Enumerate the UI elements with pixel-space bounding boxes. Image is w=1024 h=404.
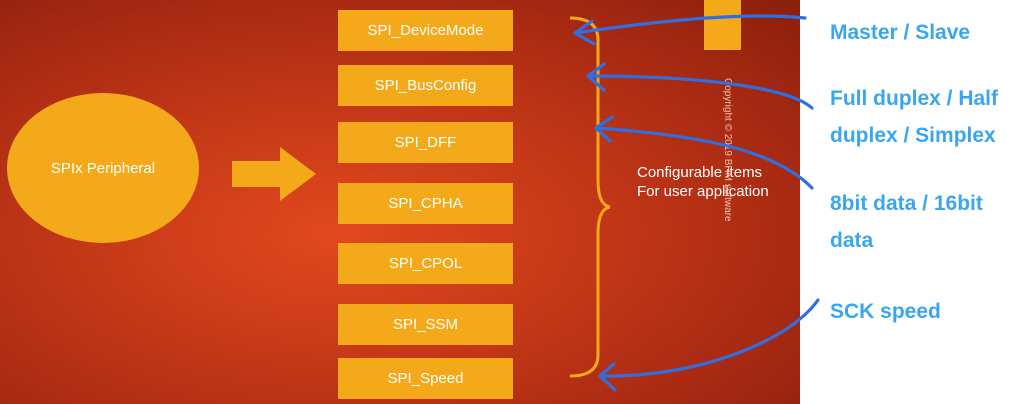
item-label-device-mode: SPI_DeviceMode xyxy=(367,22,484,39)
arrow-head-bus-config xyxy=(586,62,606,92)
arrow-head-speed xyxy=(598,362,617,392)
right-arrow-icon xyxy=(232,147,316,201)
arrow-bus-config xyxy=(586,74,814,110)
arrow-head-dff xyxy=(594,115,614,143)
spix-peripheral-label: SPIx Peripheral xyxy=(50,159,156,177)
item-box-ssm: SPI_SSM xyxy=(338,304,513,345)
top-accent-bar xyxy=(704,0,741,50)
item-label-cpol: SPI_CPOL xyxy=(388,255,463,272)
item-label-speed: SPI_Speed xyxy=(387,370,464,387)
item-label-dff: SPI_DFF xyxy=(394,134,457,151)
annotation-bus-config: Full duplex / Half duplex / Simplex xyxy=(830,80,1024,154)
annotation-bus-config-line2: duplex / Simplex xyxy=(830,124,996,147)
annotation-sck-speed: SCK speed xyxy=(830,300,941,323)
arrow-device-mode xyxy=(573,14,807,35)
item-label-ssm: SPI_SSM xyxy=(392,316,459,333)
annotation-dff-line2: data xyxy=(830,229,874,252)
arrow-dff xyxy=(594,126,814,190)
item-box-cpol: SPI_CPOL xyxy=(338,243,513,284)
arrow-speed xyxy=(598,298,820,378)
annotation-bus-config-line1: Full duplex / Half xyxy=(830,87,999,110)
item-box-device-mode: SPI_DeviceMode xyxy=(338,10,513,51)
slide: SPIx Peripheral SPI_DeviceMode SPI_BusCo… xyxy=(0,0,800,404)
annotation-master-slave: Master / Slave xyxy=(830,21,971,44)
configurable-items-line1: Configurable items xyxy=(637,164,763,181)
item-box-dff: SPI_DFF xyxy=(338,122,513,163)
spix-peripheral-ellipse: SPIx Peripheral xyxy=(7,93,199,243)
annotation-dff-line1: 8bit data / 16bit xyxy=(830,192,983,215)
configurable-items-line2: For user application xyxy=(637,183,769,200)
configurable-items-label: Configurable items For user application xyxy=(637,163,769,201)
item-box-bus-config: SPI_BusConfig xyxy=(338,65,513,106)
arrow-head-device-mode xyxy=(573,19,596,46)
item-label-cpha: SPI_CPHA xyxy=(388,195,463,212)
item-box-cpha: SPI_CPHA xyxy=(338,183,513,224)
item-box-speed: SPI_Speed xyxy=(338,358,513,399)
item-label-bus-config: SPI_BusConfig xyxy=(374,77,477,94)
annotation-dff: 8bit data / 16bit data xyxy=(830,185,1024,259)
